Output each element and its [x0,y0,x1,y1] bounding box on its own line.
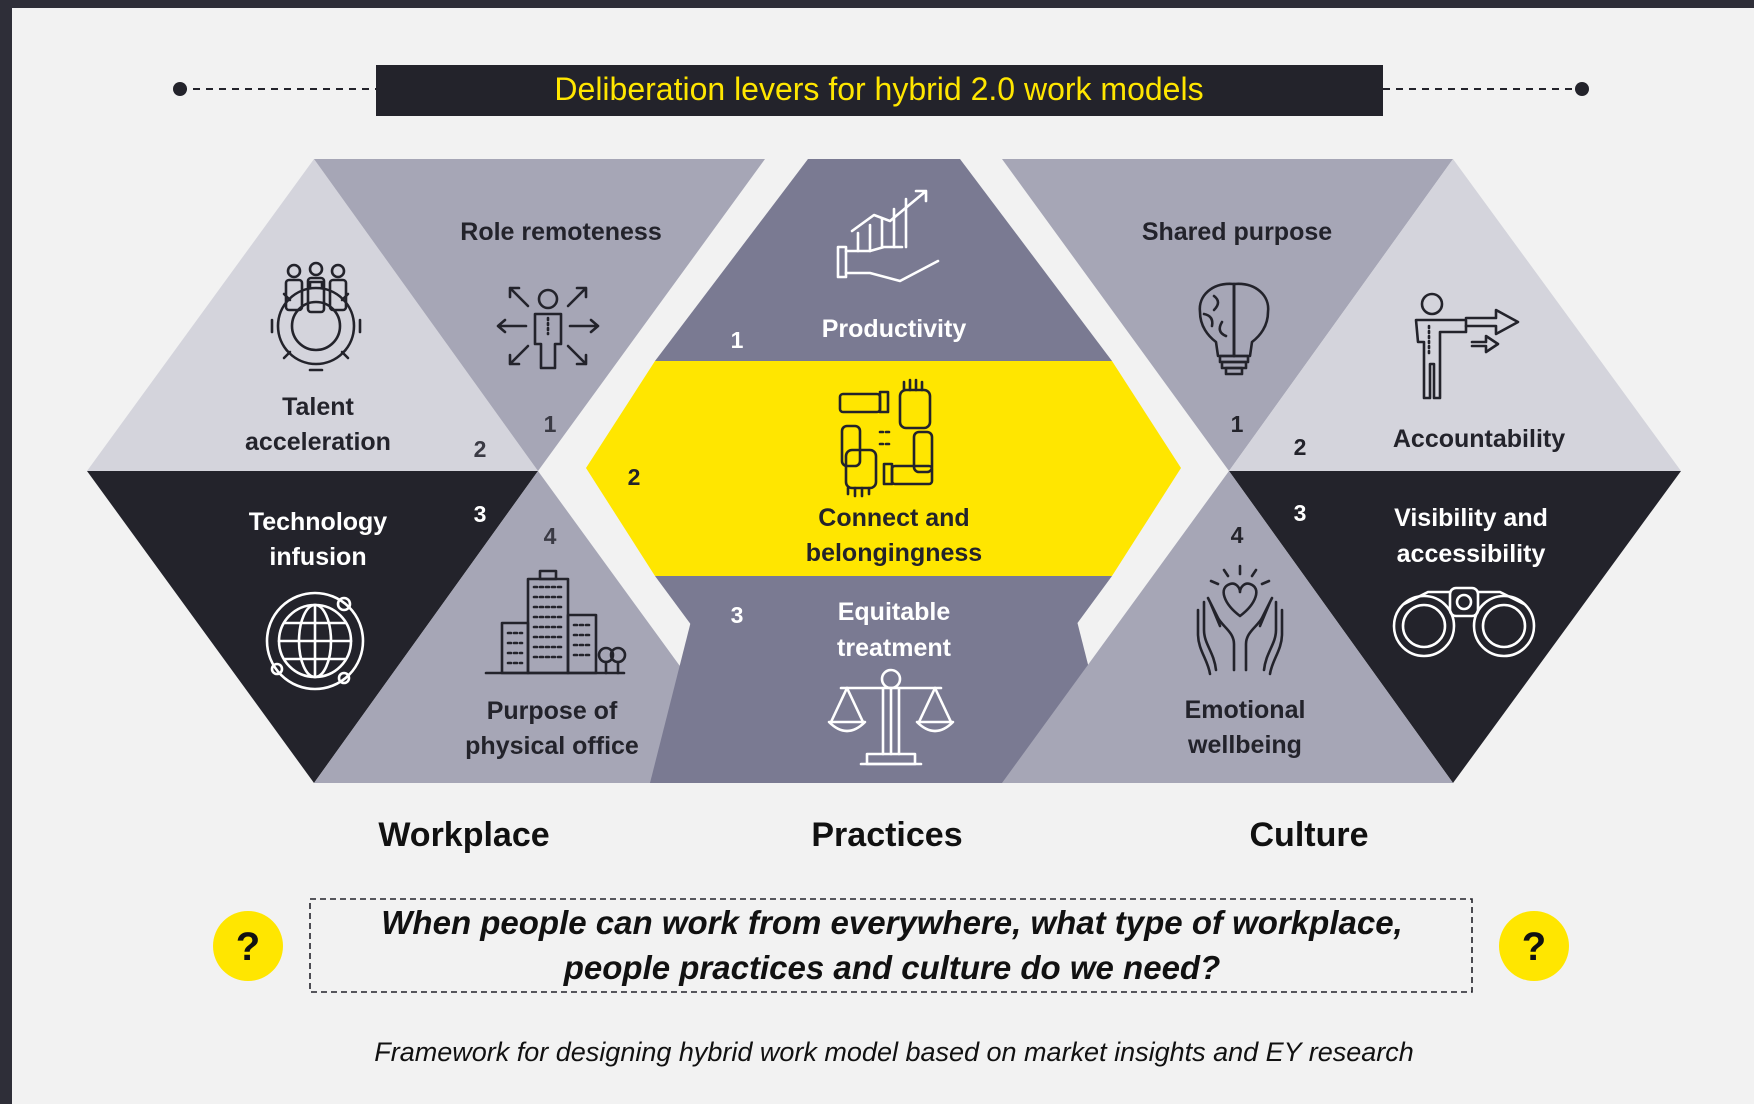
hands-heart-icon [1196,564,1284,676]
culture-hexagon [1002,159,1681,783]
binoculars-icon [1392,586,1536,658]
group-label-practices: Practices [811,816,962,854]
label-technology-line2: infusion [269,543,366,571]
number-connect: 2 [628,464,641,490]
label-shared-purpose: Shared purpose [1142,218,1332,246]
number-role-remoteness: 1 [544,411,557,437]
practices-segment-productivity [655,159,1112,361]
number-wellbeing: 4 [1231,522,1244,548]
levers-diagram: Deliberation levers for hybrid 2.0 work … [87,65,1681,1067]
label-talent-line1: Talent [282,393,354,421]
label-visibility-line1: Visibility and [1394,504,1548,532]
question-box: When people can work from everywhere, wh… [309,898,1473,993]
question-line2: people practices and culture do we need? [563,949,1221,986]
label-connect-line2: belongingness [806,539,982,567]
question-badge-right [1499,911,1569,981]
label-wellbeing-line1: Emotional [1185,696,1306,724]
label-role-remoteness: Role remoteness [460,218,661,246]
question-badge-left-mark: ? [236,925,260,969]
growth-chart-hand-icon [836,189,940,283]
title-dot-right [1575,82,1589,96]
title-text: Deliberation levers for hybrid 2.0 work … [554,71,1203,107]
diagram-canvas: Deliberation levers for hybrid 2.0 work … [12,8,1754,1104]
culture-segment-wellbeing [1002,471,1453,783]
office-building-icon [484,569,627,675]
label-technology-line1: Technology [249,508,388,536]
culture-segment-shared-purpose [1002,159,1453,471]
title-dot-left [173,82,187,96]
number-visibility: 3 [1294,500,1307,526]
label-visibility-line2: accessibility [1397,540,1546,568]
number-accountability: 2 [1294,434,1307,460]
label-equitable-line1: Equitable [838,598,951,626]
label-office-line2: physical office [465,732,639,760]
number-office: 4 [544,523,557,549]
label-equitable-line2: treatment [837,634,952,662]
label-accountability: Accountability [1393,425,1565,453]
label-talent-line2: acceleration [245,428,391,456]
number-productivity: 1 [731,327,744,353]
label-connect-line1: Connect and [818,504,969,532]
number-talent: 2 [474,436,487,462]
question-border [309,898,1473,993]
practices-segment-equitable [655,576,1112,783]
number-equitable: 3 [731,602,744,628]
workplace-segment-technology [87,471,538,783]
workplace-segment-talent [87,159,538,471]
balance-scale-icon [827,668,955,766]
person-pointing-icon [1414,292,1520,400]
question-badge-left [213,911,283,981]
number-shared-purpose: 1 [1231,411,1244,437]
number-technology: 3 [474,501,487,527]
brain-bulb-icon [1198,282,1270,376]
label-productivity: Productivity [822,315,967,343]
culture-segment-accountability [1229,159,1681,471]
label-office-line1: Purpose of [487,697,618,725]
group-label-culture: Culture [1250,816,1369,854]
team-gear-icon [270,261,362,372]
question-line1: When people can work from everywhere, wh… [381,904,1402,941]
question-badge-right-mark: ? [1522,925,1546,969]
title-box [376,65,1383,116]
label-wellbeing-line2: wellbeing [1187,731,1302,759]
group-label-workplace: Workplace [378,816,549,854]
title-bar: Deliberation levers for hybrid 2.0 work … [173,65,1589,116]
globe-orbit-icon [265,591,365,691]
joined-hands-icon [838,378,934,498]
caption: Framework for designing hybrid work mode… [374,1037,1414,1067]
person-arrows-icon [496,286,600,370]
